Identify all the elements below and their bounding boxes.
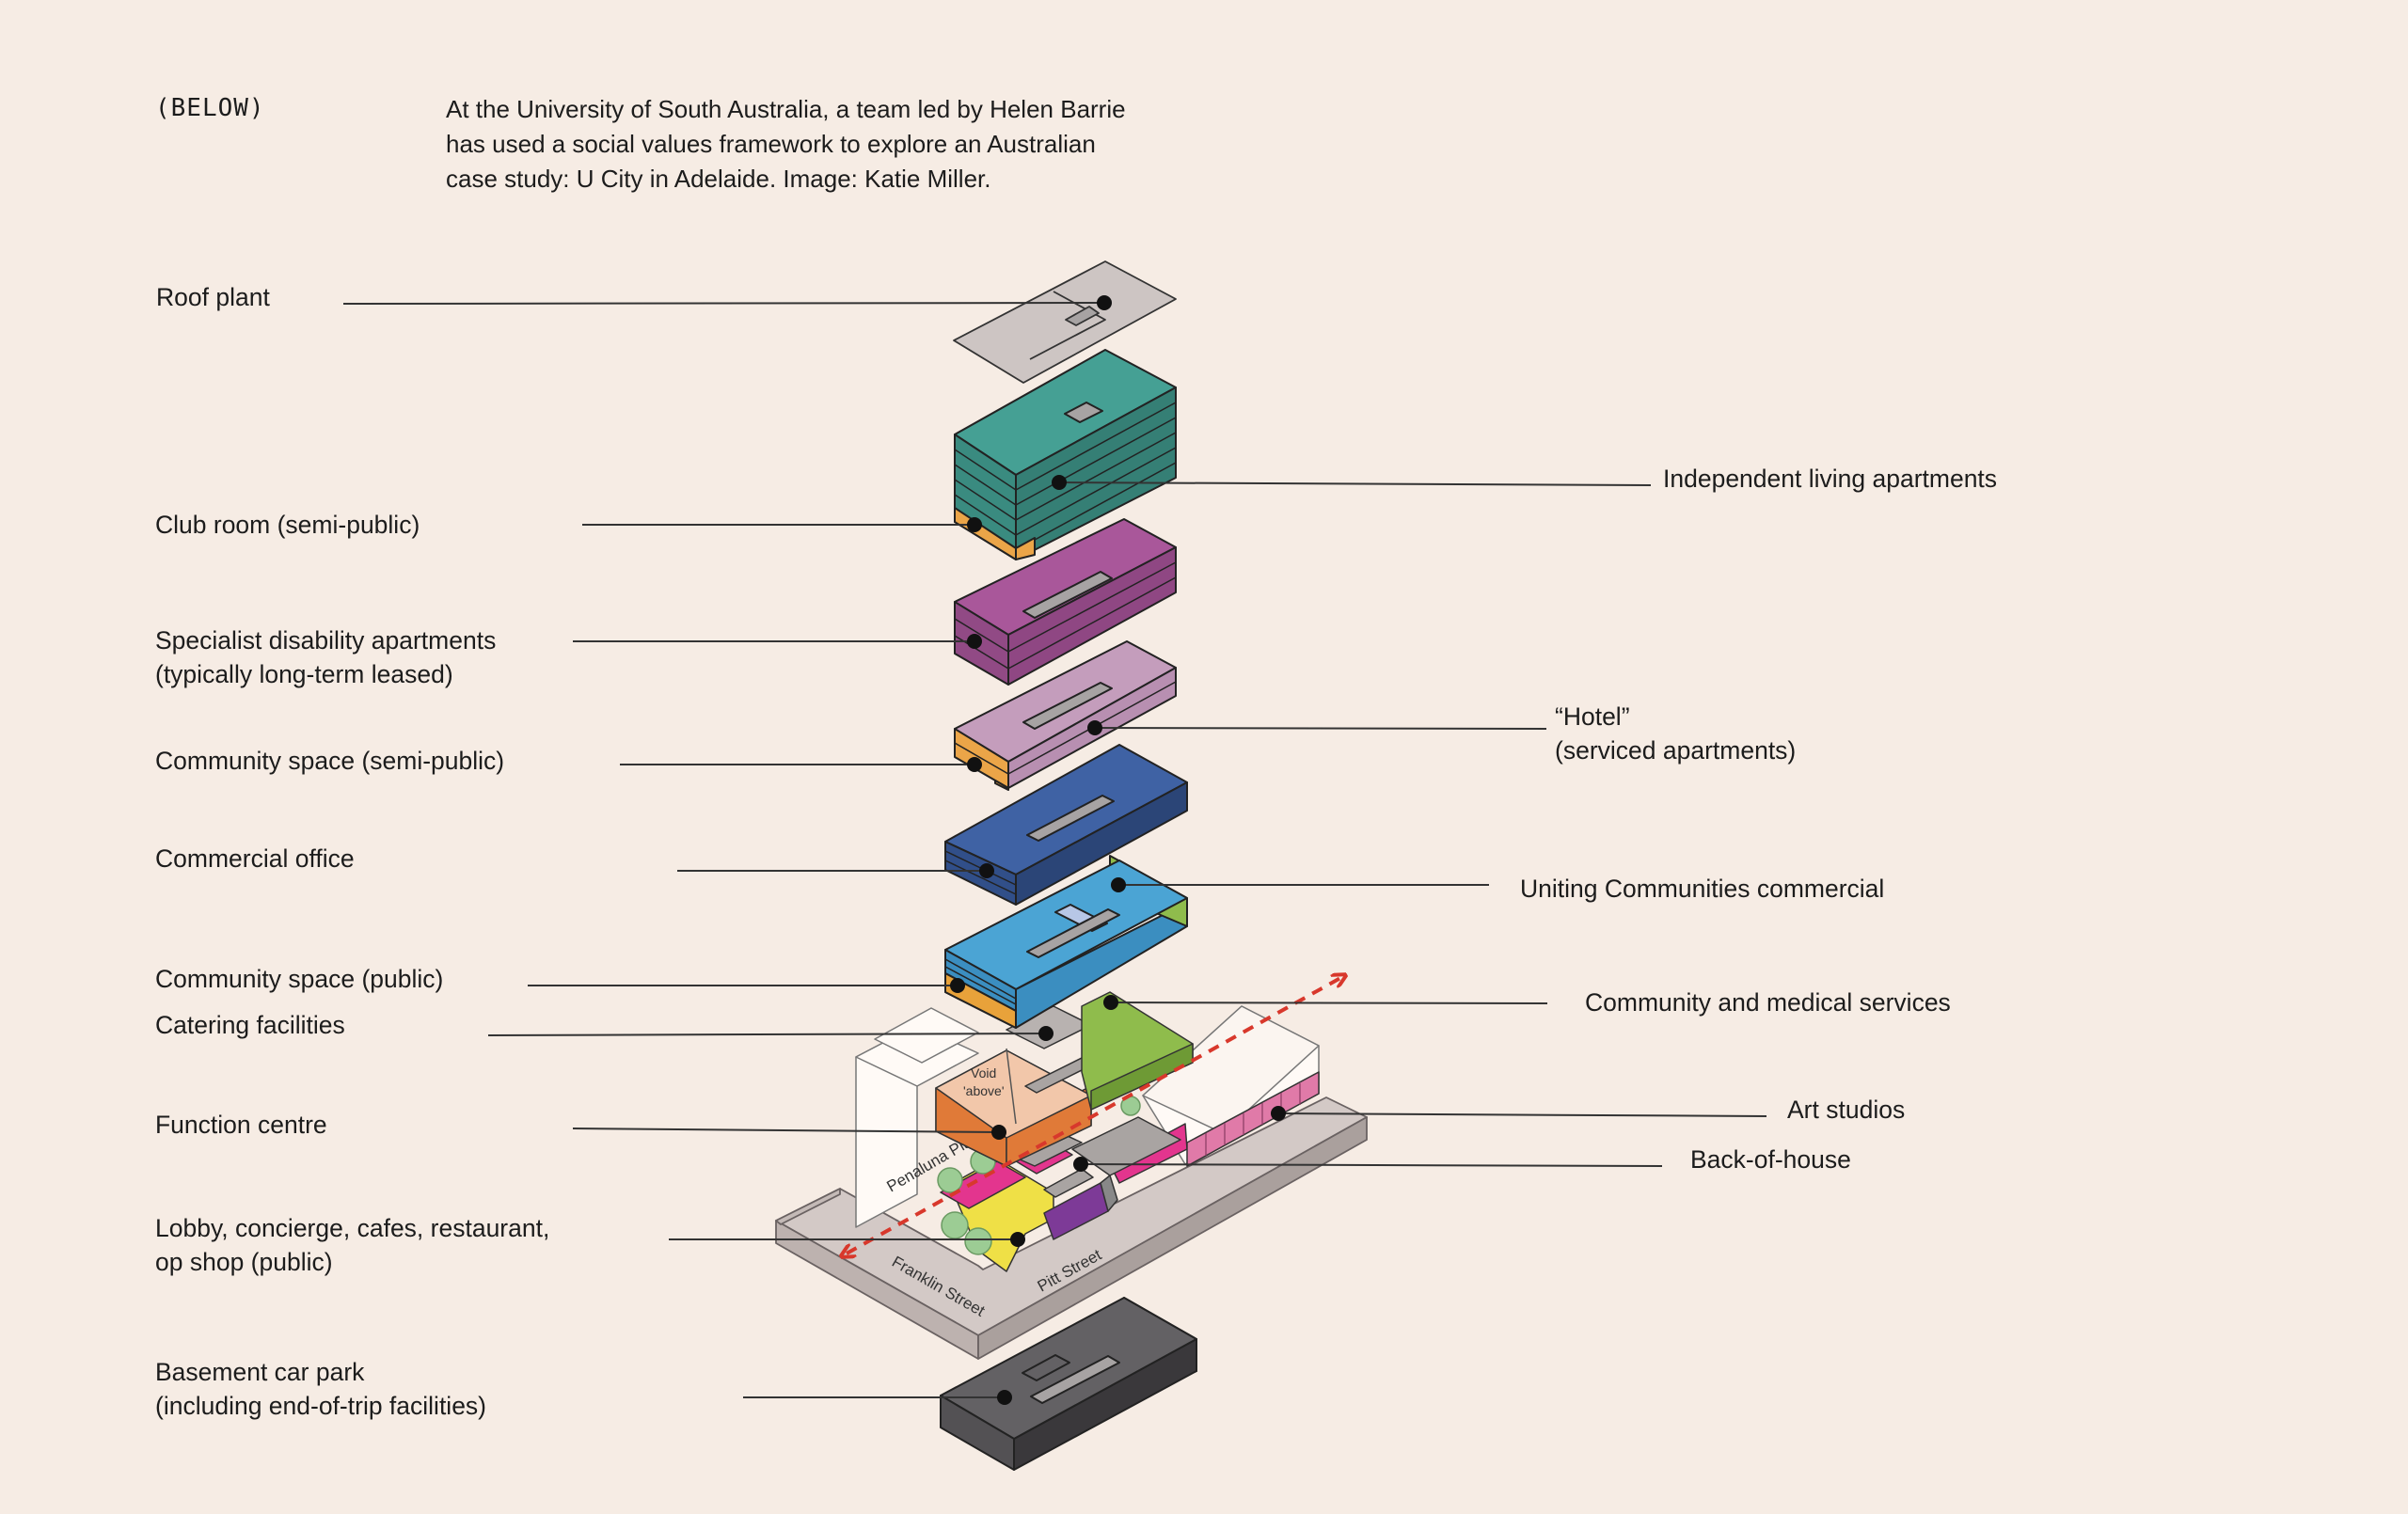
label-community-space-public: Community space (public) <box>155 962 443 996</box>
label-community-medical: Community and medical services <box>1585 986 1951 1019</box>
label-line: Roof plant <box>156 283 270 311</box>
label-independent-living: Independent living apartments <box>1663 462 1997 496</box>
label-specialist-disability: Specialist disability apartments (typica… <box>155 623 496 691</box>
label-uniting-communities: Uniting Communities commercial <box>1520 872 1884 906</box>
circulation-arrow <box>847 978 1340 1254</box>
label-line: Uniting Communities commercial <box>1520 875 1885 903</box>
figure-caption: At the University of South Australia, a … <box>446 92 1217 197</box>
label-line: (including end-of-trip facilities) <box>155 1392 487 1420</box>
label-hotel: “Hotel” (serviced apartments) <box>1555 700 1796 767</box>
label-roof-plant: Roof plant <box>156 280 270 314</box>
leader-dot-basement <box>997 1390 1012 1405</box>
leader-dot-catering <box>1038 1026 1054 1041</box>
label-line: Community and medical services <box>1585 988 1951 1017</box>
leader-dot-community-public <box>950 978 965 993</box>
leader-dot-commercial-office <box>979 863 994 878</box>
label-function-centre: Function centre <box>155 1108 327 1142</box>
leader-dot-function-centre <box>991 1125 1006 1140</box>
leader-dot-community-semi-public <box>967 757 982 772</box>
leader-dot-community-medical <box>1103 995 1118 1010</box>
leader-dot-roof-plant <box>1097 295 1112 310</box>
label-community-space-semi-public: Community space (semi-public) <box>155 744 504 778</box>
label-line: “Hotel” <box>1555 702 1630 731</box>
leader-dot-art-studios <box>1271 1106 1286 1121</box>
label-art-studios: Art studios <box>1787 1093 1905 1127</box>
leader-dot-hotel <box>1087 720 1102 735</box>
label-line: op shop (public) <box>155 1248 333 1276</box>
label-basement-car-park: Basement car park (including end-of-trip… <box>155 1355 486 1423</box>
label-back-of-house: Back-of-house <box>1690 1143 1851 1176</box>
leader-dot-independent-living <box>1052 475 1067 490</box>
specialist-disability-block <box>954 518 1177 686</box>
label-line: Back-of-house <box>1690 1145 1851 1174</box>
label-line: Catering facilities <box>155 1011 345 1039</box>
label-catering-facilities: Catering facilities <box>155 1008 345 1042</box>
label-line: Community space (semi-public) <box>155 747 505 775</box>
label-line: Lobby, concierge, cafes, restaurant, <box>155 1214 550 1242</box>
leader-dot-club-room <box>967 517 982 532</box>
label-line: Independent living apartments <box>1663 465 1998 493</box>
label-line: Art studios <box>1787 1096 1906 1124</box>
leader-dot-back-of-house <box>1073 1157 1088 1172</box>
leader-dot-specialist-disability <box>967 634 982 649</box>
label-commercial-office: Commercial office <box>155 842 355 875</box>
label-line: Basement car park <box>155 1358 365 1386</box>
label-line: Function centre <box>155 1111 327 1139</box>
caption-line: has used a social values framework to ex… <box>446 130 1096 158</box>
figure-kicker: (BELOW) <box>155 94 265 122</box>
label-line: Specialist disability apartments <box>155 626 497 654</box>
label-club-room: Club room (semi-public) <box>155 508 420 542</box>
void-label-1: Void <box>971 1065 996 1080</box>
label-line: Community space (public) <box>155 965 444 993</box>
leader-dot-uniting-communities <box>1111 877 1126 892</box>
independent-living-block <box>954 349 1177 560</box>
caption-line: At the University of South Australia, a … <box>446 95 1126 123</box>
leader-dots <box>950 295 1286 1405</box>
label-line: (serviced apartments) <box>1555 736 1797 765</box>
label-line: (typically long-term leased) <box>155 660 453 688</box>
void-label-2: 'above' <box>963 1083 1005 1098</box>
roof-plant-block <box>953 260 1177 384</box>
leader-dot-lobby <box>1010 1232 1025 1247</box>
caption-line: case study: U City in Adelaide. Image: K… <box>446 165 991 193</box>
label-lobby: Lobby, concierge, cafes, restaurant, op … <box>155 1211 549 1279</box>
label-line: Commercial office <box>155 844 355 873</box>
label-line: Club room (semi-public) <box>155 511 420 539</box>
leader-lines <box>342 302 1767 1398</box>
